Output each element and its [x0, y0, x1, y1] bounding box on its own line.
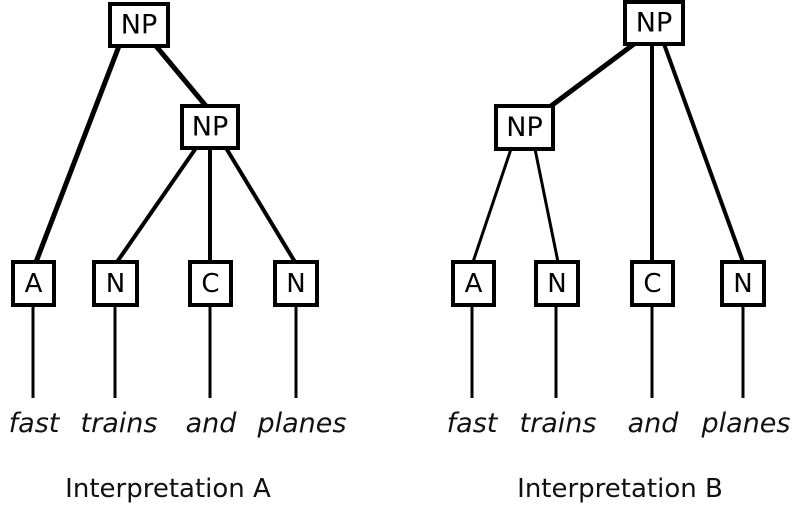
- terminal-word: and: [628, 408, 680, 439]
- terminal-word: trains: [81, 408, 158, 439]
- terminal-word: planes: [257, 408, 347, 439]
- tree-node-box-c[interactable]: [630, 260, 675, 307]
- tree-edge: [224, 146, 297, 264]
- tree-node-box-a[interactable]: [11, 260, 56, 307]
- tree-node-label: NP: [192, 112, 228, 143]
- tree-node-box-np[interactable]: [180, 104, 240, 150]
- tree-node-box-a[interactable]: [451, 260, 496, 307]
- tree-edge: [154, 44, 208, 108]
- tree-edge: [115, 146, 198, 264]
- tree-node-box-c[interactable]: [188, 260, 233, 307]
- terminal-word: planes: [701, 408, 791, 439]
- tree-node-box-np[interactable]: [623, 0, 685, 46]
- tree-node-label: C: [201, 269, 219, 299]
- tree-node-box-np[interactable]: [494, 104, 555, 151]
- tree-node-box-n[interactable]: [92, 260, 139, 307]
- terminal-word: and: [186, 408, 238, 439]
- tree-node-box-n[interactable]: [720, 260, 766, 307]
- terminal-word: fast: [447, 408, 499, 439]
- tree-edge: [662, 43, 745, 263]
- terminal-word: fast: [9, 408, 61, 439]
- tree-caption: Interpretation B: [517, 474, 723, 504]
- tree-node-label: NP: [636, 8, 672, 39]
- tree-node-label: NP: [121, 10, 157, 41]
- tree-node-label: A: [25, 269, 43, 299]
- tree-edge: [471, 148, 513, 263]
- tree-node-box-n[interactable]: [273, 260, 319, 307]
- tree-node-label: N: [733, 269, 752, 299]
- tree-node-label: N: [547, 269, 566, 299]
- tree-node-box-np[interactable]: [108, 2, 170, 48]
- terminal-word: trains: [520, 408, 597, 439]
- tree-node-label: NP: [506, 112, 542, 143]
- tree-node-label: C: [643, 269, 661, 299]
- tree-node-label: N: [286, 269, 305, 299]
- tree-caption: Interpretation A: [65, 474, 271, 504]
- tree-edge: [533, 148, 560, 263]
- tree-node-label: A: [465, 269, 483, 299]
- tree-edge: [33, 45, 122, 263]
- tree-node-label: N: [106, 269, 125, 299]
- tree-edge: [549, 41, 636, 109]
- tree-node-box-n[interactable]: [534, 260, 580, 307]
